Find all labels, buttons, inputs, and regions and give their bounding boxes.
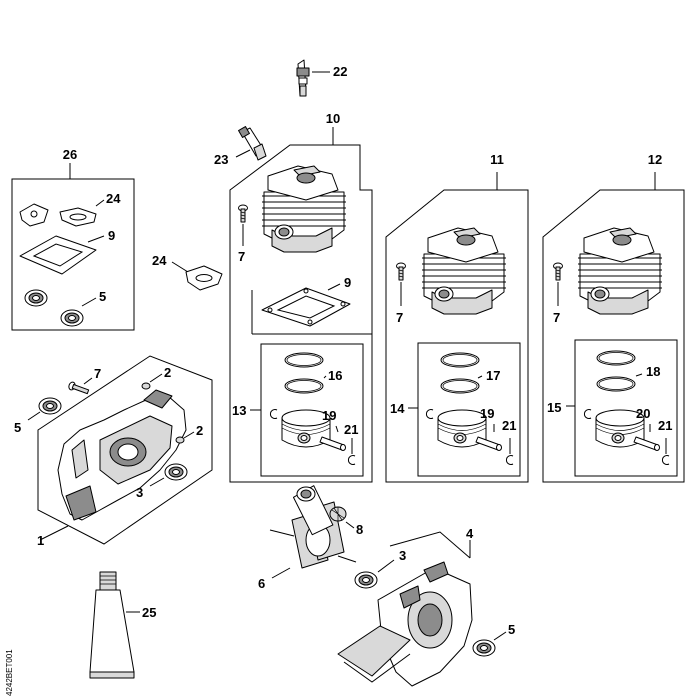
grease-tube-25: 25 bbox=[89, 571, 156, 679]
crankcase-1: 1 7 5 2 2 3 bbox=[14, 355, 213, 548]
screw-12 bbox=[553, 262, 563, 281]
gasket-24: 24 bbox=[152, 253, 223, 291]
label-23: 23 bbox=[214, 152, 228, 167]
circlip-right-10 bbox=[347, 455, 356, 465]
label-24: 24 bbox=[152, 253, 167, 268]
label-5-left: 5 bbox=[14, 420, 21, 435]
gasket-24-part bbox=[185, 265, 223, 291]
label-10: 10 bbox=[326, 111, 340, 126]
needle-cage-8: 8 bbox=[329, 506, 363, 537]
label-4: 4 bbox=[466, 526, 474, 541]
label-22: 22 bbox=[333, 64, 347, 79]
label-25: 25 bbox=[142, 605, 156, 620]
screw-10 bbox=[238, 204, 248, 223]
piston-ring-3 bbox=[440, 352, 480, 368]
diagram-code: 4242BET001 bbox=[5, 649, 14, 696]
label-21-cyl12: 21 bbox=[658, 418, 672, 433]
screw-11 bbox=[396, 262, 406, 281]
piston-pin-10 bbox=[319, 436, 346, 451]
label-2-top: 2 bbox=[164, 365, 171, 380]
label-14: 14 bbox=[390, 401, 405, 416]
cylinder-gasket-in-kit bbox=[19, 235, 97, 275]
label-24-kit: 24 bbox=[106, 191, 121, 206]
oil-seal-left bbox=[38, 397, 62, 415]
label-8: 8 bbox=[356, 522, 363, 537]
label-11: 11 bbox=[490, 152, 504, 167]
circlip-left-12 bbox=[583, 409, 592, 419]
piston-ring-2 bbox=[284, 378, 324, 394]
piston-ring-1 bbox=[284, 352, 324, 368]
label-5-kit: 5 bbox=[99, 289, 106, 304]
circlip-right-12 bbox=[661, 455, 670, 465]
label-19: 19 bbox=[322, 408, 336, 423]
label-1: 1 bbox=[37, 533, 44, 548]
piston-ring-5 bbox=[596, 350, 636, 366]
label-17: 17 bbox=[486, 368, 500, 383]
label-26: 26 bbox=[63, 147, 77, 162]
gasket-kit-box bbox=[11, 178, 135, 331]
oil-seal-1 bbox=[24, 289, 48, 307]
crankcase-screw-7 bbox=[68, 381, 90, 395]
label-9: 9 bbox=[344, 275, 351, 290]
label-19-cyl11: 19 bbox=[480, 406, 494, 421]
piston-ring-4 bbox=[440, 378, 480, 394]
label-20: 20 bbox=[636, 406, 650, 421]
crankshaft-6: 6 bbox=[258, 485, 357, 591]
label-16: 16 bbox=[328, 368, 342, 383]
label-9-kit: 9 bbox=[108, 228, 115, 243]
crankcase-4: 4 3 5 bbox=[337, 526, 515, 687]
cylinder-assembly-12: 12 7 15 18 20 21 bbox=[542, 152, 685, 483]
oil-seal-2 bbox=[60, 309, 84, 327]
circlip-left-10 bbox=[269, 409, 278, 419]
label-3-right: 3 bbox=[399, 548, 406, 563]
label-3-left: 3 bbox=[136, 485, 143, 500]
label-21-cyl10: 21 bbox=[344, 422, 358, 437]
oil-seal-right bbox=[472, 639, 496, 657]
gasket-24-in-kit bbox=[59, 207, 97, 227]
cylinder-10 bbox=[261, 165, 347, 253]
label-21-cyl11: 21 bbox=[502, 418, 516, 433]
decompression-valve: 23 bbox=[214, 126, 267, 167]
circlip-left-11 bbox=[425, 409, 434, 419]
piston-ring-6 bbox=[596, 376, 636, 392]
dowel-pin-2 bbox=[175, 436, 185, 444]
ball-bearing-right bbox=[354, 571, 378, 589]
piston-pin-11 bbox=[475, 436, 502, 451]
label-13: 13 bbox=[232, 403, 246, 418]
label-7-cyl11: 7 bbox=[396, 310, 403, 325]
label-2-bottom: 2 bbox=[196, 423, 203, 438]
label-7-crankcase: 7 bbox=[94, 366, 101, 381]
label-6: 6 bbox=[258, 576, 265, 591]
circlip-right-11 bbox=[505, 455, 514, 465]
cylinder-12 bbox=[577, 227, 663, 315]
label-5-right: 5 bbox=[508, 622, 515, 637]
label-12: 12 bbox=[648, 152, 662, 167]
piston-pin-12 bbox=[633, 436, 660, 451]
spark-plug: 22 bbox=[296, 59, 347, 97]
label-7-cyl12: 7 bbox=[553, 310, 560, 325]
cylinder-assembly-11: 11 7 14 17 19 21 bbox=[385, 152, 529, 483]
label-18: 18 bbox=[646, 364, 660, 379]
dowel-pin-1 bbox=[141, 382, 151, 390]
cylinder-gasket-9 bbox=[261, 287, 351, 327]
label-15: 15 bbox=[547, 400, 561, 415]
gasket-kit-group: 26 24 9 5 bbox=[11, 147, 135, 331]
cylinder-11 bbox=[421, 227, 507, 315]
small-gasket bbox=[19, 203, 49, 227]
label-7-cyl10: 7 bbox=[238, 249, 245, 264]
ball-bearing-left bbox=[164, 463, 188, 481]
cylinder-assembly-10: 10 7 9 13 16 19 21 bbox=[229, 111, 373, 483]
